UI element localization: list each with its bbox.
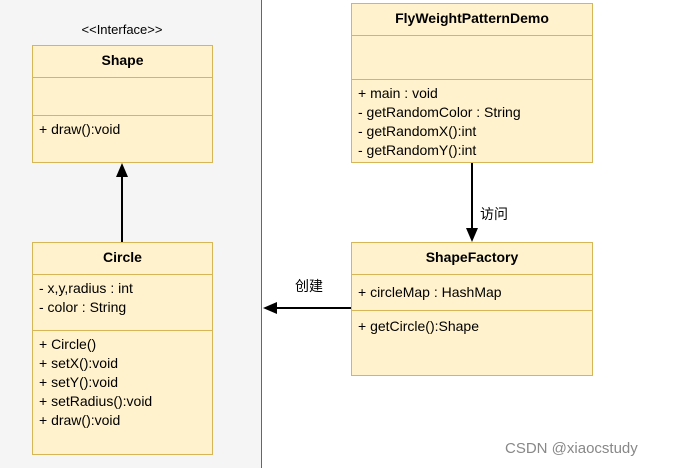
circle-attributes: - x,y,radius : int - color : String (33, 275, 212, 331)
factory-attributes: + circleMap : HashMap (352, 275, 592, 311)
circle-class-name: Circle (33, 243, 212, 275)
demo-class-name: FlyWeightPatternDemo (352, 4, 592, 36)
factory-method: + getCircle():Shape (358, 318, 480, 334)
watermark: CSDN @xiaocstudy (505, 440, 638, 457)
circle-method: + setRadius():void (39, 393, 153, 409)
circle-method: + setX():void (39, 355, 118, 371)
circle-method: + draw():void (39, 412, 121, 428)
visit-label: 访问 (480, 206, 508, 222)
demo-method: - getRandomX():int (358, 123, 477, 139)
circle-attribute: - x,y,radius : int (39, 280, 133, 296)
factory-class[interactable]: ShapeFactory + circleMap : HashMap + get… (351, 242, 593, 376)
factory-methods: + getCircle():Shape (352, 311, 592, 340)
circle-methods: + Circle() + setX():void + setY():void +… (33, 331, 212, 434)
create-arrowhead (263, 302, 277, 314)
factory-attribute: + circleMap : HashMap (358, 284, 502, 300)
shape-methods: + draw():void (33, 116, 212, 143)
circle-method: + Circle() (39, 336, 97, 352)
shape-class[interactable]: Shape + draw():void (32, 45, 213, 163)
demo-class[interactable]: FlyWeightPatternDemo + main : void - get… (351, 3, 593, 163)
inheritance-arrowhead (116, 163, 128, 177)
factory-class-name: ShapeFactory (352, 243, 592, 275)
visit-arrowhead (466, 228, 478, 242)
shape-attributes (33, 78, 212, 116)
create-label: 创建 (295, 278, 323, 294)
demo-method: + main : void (358, 85, 438, 101)
circle-method: + setY():void (39, 374, 118, 390)
demo-method: - getRandomY():int (358, 142, 477, 158)
shape-method: + draw():void (39, 121, 121, 137)
circle-attribute: - color : String (39, 299, 127, 315)
demo-attributes (352, 36, 592, 80)
demo-method: - getRandomColor : String (358, 104, 521, 120)
circle-class[interactable]: Circle - x,y,radius : int - color : Stri… (32, 242, 213, 455)
demo-methods: + main : void - getRandomColor : String … (352, 80, 592, 164)
shape-class-name: Shape (33, 46, 212, 78)
interface-stereotype: <<Interface>> (81, 22, 163, 37)
